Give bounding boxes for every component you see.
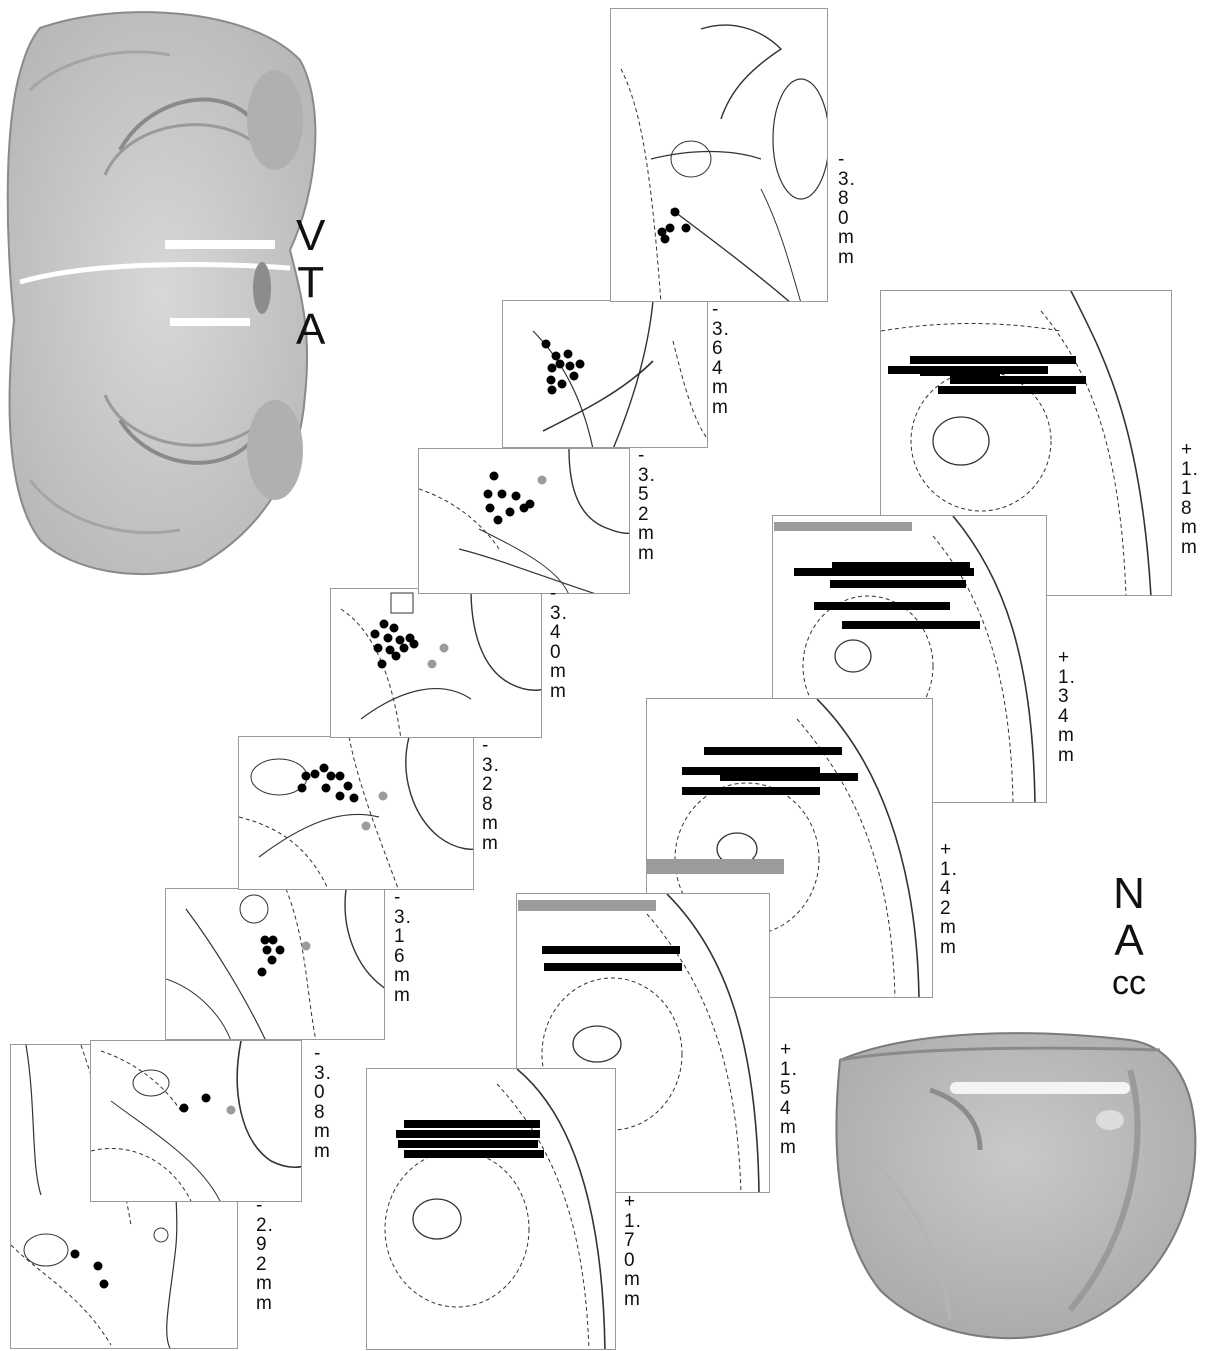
nacc-section-label: +1.54mm (780, 1040, 798, 1158)
nacc-section-label: +1.70mm (624, 1192, 642, 1310)
vta-section-label: -3.28mm (482, 736, 500, 854)
nacc-letter: A (1114, 917, 1143, 964)
nacc-section-label: +1.18mm (1181, 440, 1199, 558)
vta-section-3.40 (330, 588, 542, 738)
vta-section-label: -3.80mm (838, 150, 856, 268)
nacc-letter: cc (1112, 964, 1146, 1002)
vta-section-3.16 (165, 888, 385, 1040)
vta-section-3.08 (90, 1040, 302, 1202)
vta-brain-section-photo (0, 0, 330, 585)
vta-section-3.80 (610, 8, 828, 302)
nacc-section-1.70 (366, 1068, 616, 1350)
nacc-brain-section-photo (830, 1020, 1200, 1350)
nacc-region-label: N A cc (1112, 870, 1146, 1002)
vta-section-label: -2.92mm (256, 1196, 274, 1314)
vta-region-label: V T A (296, 212, 325, 353)
vta-letter: A (296, 306, 325, 353)
vta-section-label: -3.52mm (638, 446, 656, 564)
vta-section-label: -3.08mm (314, 1044, 332, 1162)
vta-section-label: -3.64mm (712, 300, 730, 418)
vta-section-3.28 (238, 736, 474, 890)
nacc-section-label: +1.42mm (940, 840, 958, 958)
nacc-section-label: +1.34mm (1058, 648, 1076, 766)
vta-section-3.64 (502, 300, 708, 448)
vta-letter: V (296, 212, 325, 259)
vta-section-label: -3.40mm (550, 584, 568, 702)
vta-section-label: -3.16mm (394, 888, 412, 1006)
vta-letter: T (297, 259, 324, 306)
nacc-letter: N (1113, 870, 1145, 917)
vta-section-3.52 (418, 448, 630, 594)
